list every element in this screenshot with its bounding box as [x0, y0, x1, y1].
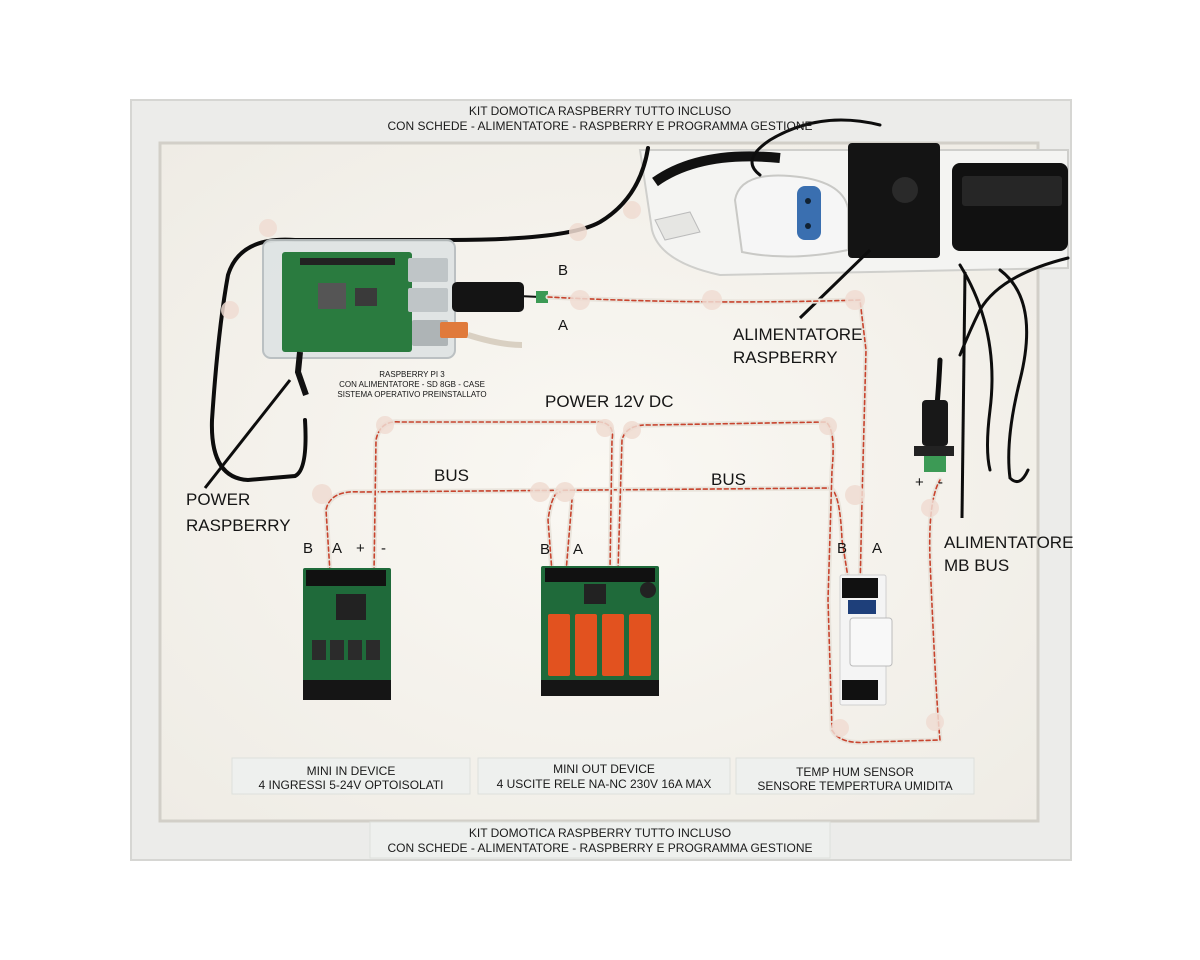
mini-out-terminal-b: B [540, 541, 551, 558]
dc-plus-label: + [915, 474, 924, 491]
power-raspberry-label-2: RASPBERRY [186, 516, 291, 535]
raspberry-caption-3: SISTEMA OPERATIVO PREINSTALLATO [337, 390, 487, 399]
header-title: KIT DOMOTICA RASPBERRY TUTTO INCLUSO [468, 104, 732, 118]
raspberry-caption-2: CON ALIMENTATORE - SD 8GB - CASE [339, 380, 485, 389]
bus-label-left: BUS [434, 466, 469, 485]
raspberry-caption-1: RASPBERRY PI 3 [379, 370, 445, 379]
mini-out-device [541, 566, 659, 696]
temp-hum-terminal-b: B [837, 540, 848, 557]
raspberry-pi-board [262, 239, 548, 396]
mini-in-device [303, 568, 391, 700]
caption-strips [231, 757, 975, 859]
mini-in-terminal-a: A [332, 540, 343, 557]
mini-in-terminal-b: B [303, 540, 314, 557]
temp-hum-terminal-a: A [872, 540, 883, 557]
alimentatore-raspberry-label-2: RASPBERRY [733, 348, 838, 367]
cable-clips [221, 201, 944, 737]
footer-subtitle: CON SCHEDE - ALIMENTATORE - RASPBERRY E … [387, 841, 813, 855]
raspberry-terminal-b: B [558, 262, 569, 279]
raspberry-terminal-a: A [558, 317, 569, 334]
temp-hum-sensor [839, 574, 893, 706]
usb-charger [733, 174, 849, 258]
bus-label-right: BUS [711, 470, 746, 489]
temp-hum-caption-2: SENSORE TEMPERTURA UMIDITA [757, 779, 953, 793]
power-12v-label: POWER 12V DC [545, 392, 674, 411]
alimentatore-mb-bus-label-1: ALIMENTATORE [944, 533, 1074, 552]
footer-title: KIT DOMOTICA RASPBERRY TUTTO INCLUSO [468, 826, 732, 840]
dc-jack [914, 400, 954, 472]
mini-in-caption-1: MINI IN DEVICE [306, 764, 396, 778]
mini-in-terminal-minus: - [381, 540, 386, 557]
mini-out-caption-1: MINI OUT DEVICE [553, 762, 655, 776]
mini-out-terminal-a: A [573, 541, 584, 558]
alimentatore-mb-bus-label-2: MB BUS [944, 556, 1010, 575]
alimentatore-raspberry-label-1: ALIMENTATORE [733, 325, 863, 344]
pointer-lines [203, 248, 967, 519]
temp-hum-caption-1: TEMP HUM SENSOR [796, 765, 914, 779]
bus-power-adapter [952, 163, 1068, 251]
header-subtitle: CON SCHEDE - ALIMENTATORE - RASPBERRY E … [387, 119, 813, 133]
power-raspberry-label-1: POWER [186, 490, 251, 509]
dc-minus-label: - [938, 474, 943, 491]
mini-in-caption-2: 4 INGRESSI 5-24V OPTOISOLATI [258, 778, 444, 792]
raspberry-power-adapter [848, 143, 940, 258]
mini-in-terminal-plus: + [356, 540, 365, 557]
mini-out-caption-2: 4 USCITE RELE NA-NC 230V 16A MAX [496, 777, 712, 791]
